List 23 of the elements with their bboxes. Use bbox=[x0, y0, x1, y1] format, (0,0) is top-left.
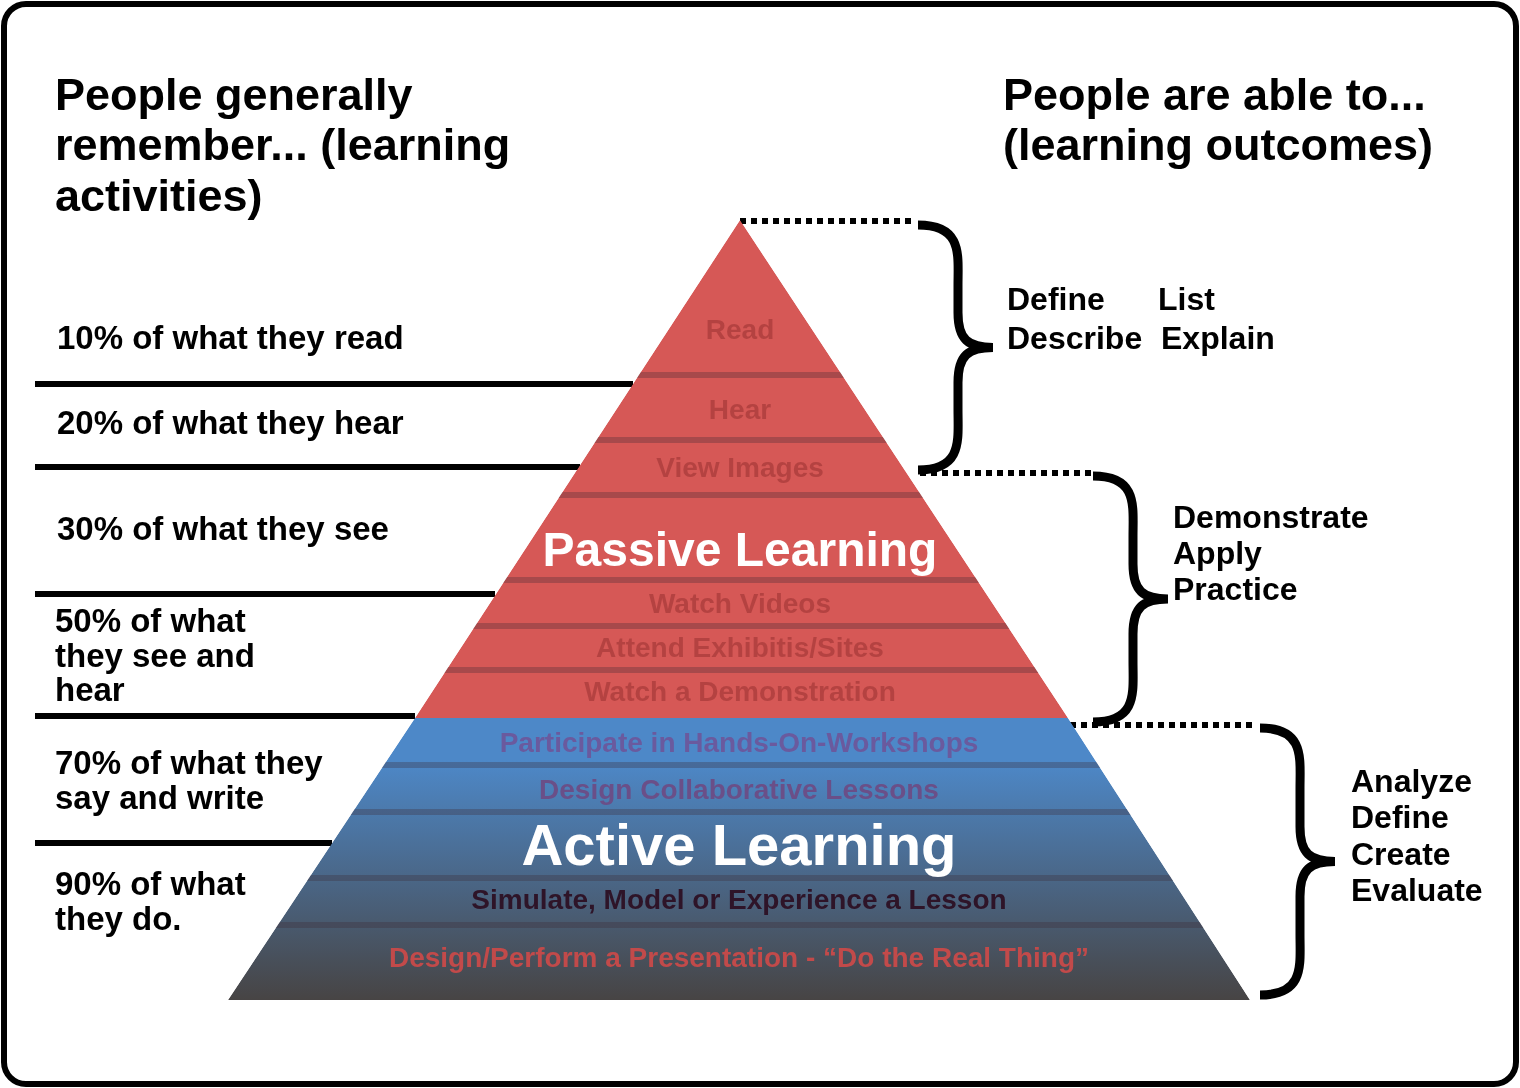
outcome-word: Analyze bbox=[1351, 764, 1472, 800]
percentage-label: 90% of what they do. bbox=[55, 867, 247, 937]
percentage-label: 30% of what they see bbox=[57, 511, 390, 548]
layer-label: Simulate, Model or Experience a Lesson bbox=[471, 886, 1007, 914]
outcome-word: Define bbox=[1007, 282, 1105, 318]
outcome-word: Demonstrate bbox=[1173, 500, 1369, 536]
outcome-word: Define bbox=[1351, 800, 1449, 836]
outcome-word: Apply bbox=[1173, 536, 1262, 572]
outcome-word: Evaluate bbox=[1351, 873, 1483, 909]
percentage-label: 10% of what they read bbox=[57, 320, 405, 357]
percentage-label: 50% of what they see and hear bbox=[55, 604, 256, 708]
heading: People generally remember... (learning activities) bbox=[55, 70, 512, 222]
percentage-label: 20% of what they hear bbox=[57, 405, 405, 442]
percentage-label: 70% of what they say and write bbox=[55, 746, 324, 816]
outcome-word: Practice bbox=[1173, 572, 1298, 608]
outcome-word: Create bbox=[1351, 837, 1451, 873]
outcome-word: List bbox=[1158, 282, 1215, 318]
outcome-word: Describe bbox=[1007, 321, 1143, 357]
section-title: Active Learning bbox=[521, 815, 957, 875]
heading: People are able to... (learning outcomes) bbox=[1003, 70, 1435, 171]
outcome-word: Explain bbox=[1161, 321, 1275, 357]
section-title: Passive Learning bbox=[542, 522, 938, 578]
layer-label: Design/Perform a Presentation - “Do the Real Thing” bbox=[388, 944, 1090, 972]
